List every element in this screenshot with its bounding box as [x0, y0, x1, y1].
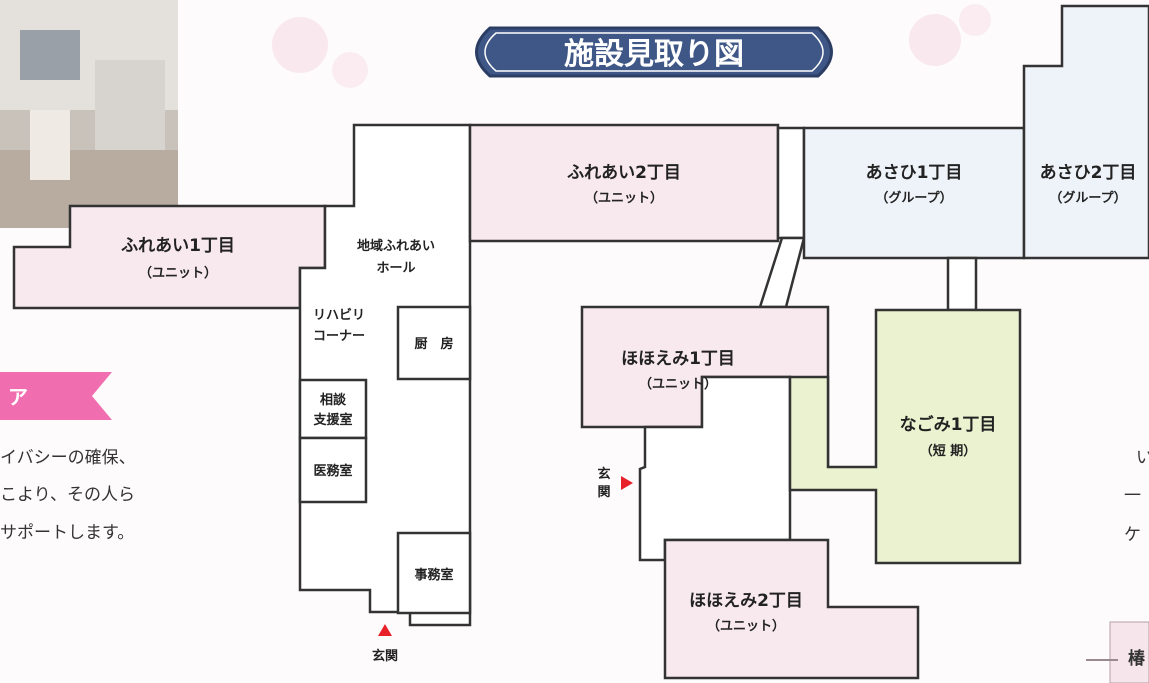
room-asahi-2 — [1022, 4, 1149, 260]
nagomi-1-type: （短 期） — [920, 443, 977, 459]
asahi-2-type: （グループ） — [1049, 190, 1126, 206]
right-text-line-1: い — [1136, 448, 1149, 468]
office-label: 事務室 — [414, 567, 453, 583]
fureai-1-type: （ユニット） — [139, 265, 217, 281]
fureai-2-name: ふれあい2丁目 — [567, 163, 681, 183]
consult-line-2: 支援室 — [312, 412, 352, 428]
entrance-arrow-up-icon — [378, 624, 392, 636]
room-kitchen — [396, 305, 472, 381]
left-description: イバシーの確保、 こより、その人ら サポートします。 — [0, 448, 136, 543]
right-text-line-2: 一 — [1124, 486, 1141, 506]
building-outline — [12, 4, 1149, 680]
fureai-2-type: （ユニット） — [585, 190, 663, 206]
hohoemi-2-type: （ユニット） — [707, 618, 785, 634]
title-banner: 施設見取り図 — [475, 26, 833, 78]
flower-decoration — [272, 4, 991, 88]
entrance-arrow-right-icon — [621, 476, 633, 490]
nagomi-1-name: なごみ1丁目 — [900, 414, 997, 435]
room-fureai-2 — [468, 123, 780, 243]
nagomi-connector — [946, 256, 978, 312]
diagonal-connector — [758, 236, 806, 309]
hohoemi-1-type: （ユニット） — [639, 376, 717, 392]
left-text-line-2: こより、その人ら — [0, 485, 135, 505]
left-text-line-1: イバシーの確保、 — [0, 448, 136, 468]
left-text-line-3: サポートします。 — [0, 523, 134, 543]
entrance-bottom-label: 玄関 — [372, 648, 398, 664]
room-nagomi-1 — [788, 308, 1022, 565]
hohoemi-2-name: ほほえみ2丁目 — [689, 591, 803, 611]
consult-line-1: 相談 — [320, 392, 347, 408]
rehab-line-2: コーナー — [313, 329, 365, 344]
entrance-side-line-2: 関 — [597, 485, 610, 500]
room-consult — [298, 378, 368, 440]
room-medical — [298, 436, 368, 504]
banner-title: 施設見取り図 — [564, 37, 744, 72]
room-asahi-1 — [802, 126, 1026, 260]
kitchen-label: 厨 房 — [414, 336, 453, 352]
hall-line-1: 地域ふれあい — [357, 238, 435, 254]
ribbon-text: ア — [8, 385, 28, 409]
hall-line-2: ホール — [376, 261, 415, 276]
entrance-side-line-1: 玄 — [597, 466, 610, 482]
asahi-2-name: あさひ2丁目 — [1040, 163, 1137, 183]
right-text-line-3: ケ — [1124, 525, 1141, 545]
corridor-connector — [776, 126, 806, 240]
hohoemi-1-name: ほほえみ1丁目 — [621, 349, 735, 369]
sign-text: 椿 — [1128, 648, 1146, 669]
section-ribbon: ア — [0, 372, 112, 420]
sign-decoration: 椿 — [1086, 621, 1149, 683]
medical-label: 医務室 — [313, 463, 352, 479]
room-hohoemi-2 — [663, 538, 920, 680]
asahi-1-name: あさひ1丁目 — [866, 163, 963, 183]
asahi-1-type: （グループ） — [875, 190, 952, 206]
room-office — [396, 531, 472, 615]
rehab-line-1: リハビリ — [313, 307, 365, 323]
fureai-1-name: ふれあい1丁目 — [121, 236, 235, 256]
facility-photo — [0, 0, 178, 228]
